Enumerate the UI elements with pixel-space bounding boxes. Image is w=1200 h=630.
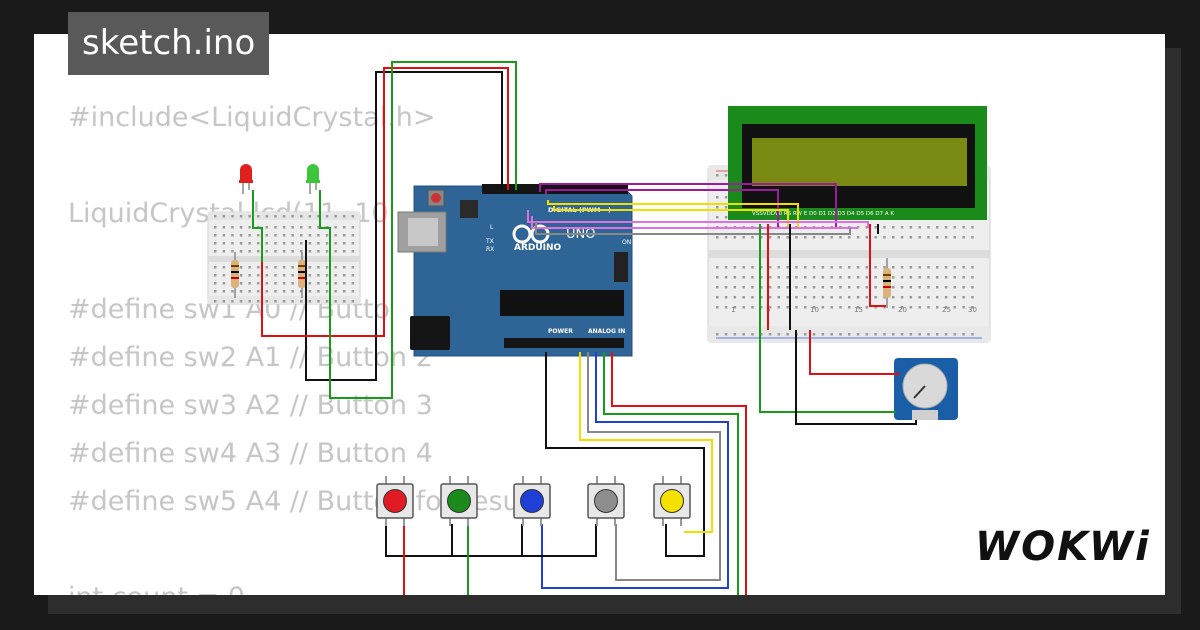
- pushbuttons: [376, 476, 691, 526]
- brand-label: ARDUINO: [514, 243, 562, 253]
- led-red: [239, 164, 253, 194]
- power-label: POWER: [548, 328, 573, 335]
- on-label: ON: [622, 239, 631, 246]
- led-green: [306, 164, 320, 194]
- arduino-uno: DIGITAL (PWM ~) UNO ARDUINO TX RX L ON P…: [397, 184, 633, 357]
- lcd-display: VSSVDDV0 RS RW E D0 D1 D2 D3 D4 D5 D6 D7…: [728, 106, 987, 220]
- leds: [239, 164, 320, 194]
- resistor-1: [231, 252, 239, 298]
- pushbutton-gray[interactable]: [587, 476, 625, 526]
- pushbutton-yellow[interactable]: [653, 476, 691, 526]
- reset-button: [431, 193, 441, 203]
- power-jack: [410, 316, 450, 350]
- lcd-pin-labels: VSSVDDV0 RS RW E D0 D1 D2 D3 D4 D5 D6 D7…: [752, 211, 894, 217]
- potentiometer: [894, 358, 958, 420]
- code-line: int count = 0: [68, 582, 245, 595]
- code-line: #include<LiquidCrystal.h>: [68, 102, 436, 133]
- breadboard-number: 30: [968, 306, 977, 314]
- left-breadboard: [207, 211, 361, 305]
- resistor-3: [883, 258, 891, 308]
- breadboard-number: 25: [942, 306, 951, 314]
- breadboard-number: 1: [731, 306, 735, 314]
- rx-label: RX: [486, 246, 494, 253]
- wires: [252, 61, 917, 595]
- l-label: L: [490, 224, 494, 231]
- wokwi-logo: WOKWi: [975, 524, 1151, 570]
- resistors: [231, 252, 891, 308]
- breadboard-number: 10: [810, 306, 819, 314]
- analog-label: ANALOG IN: [588, 328, 625, 335]
- sketch-title: sketch.ino: [68, 12, 270, 75]
- pushbutton-red[interactable]: [376, 476, 414, 526]
- code-line: #define sw4 A3 // Button 4: [68, 438, 433, 469]
- resistor-2: [298, 252, 306, 298]
- pushbutton-blue[interactable]: [513, 476, 551, 526]
- atmega-chip: [500, 290, 624, 316]
- analog-header: [504, 338, 624, 348]
- tx-label: TX: [485, 238, 494, 245]
- breadboard-number: 20: [898, 306, 907, 314]
- pushbutton-green[interactable]: [440, 476, 478, 526]
- breadboard-number: 15: [854, 306, 863, 314]
